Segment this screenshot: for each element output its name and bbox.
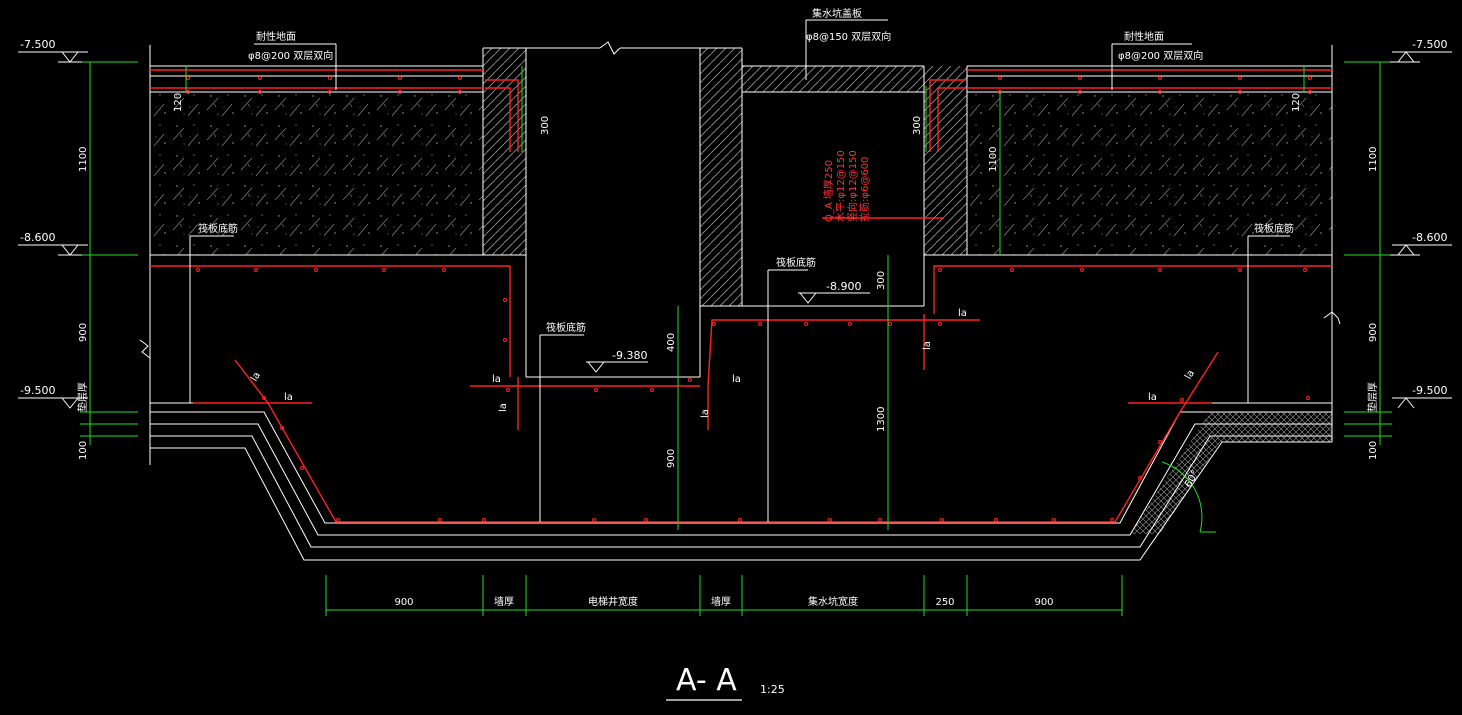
bottom-dim-label: 900: [394, 597, 413, 608]
note-line: 竖向:φ12@150: [846, 150, 859, 222]
slab-left-fill: [150, 92, 483, 255]
section-scale: 1:25: [760, 683, 785, 696]
slab-right-fill: [967, 92, 1332, 255]
dim-text: 300: [540, 116, 551, 135]
bottom-dim-label: 900: [1034, 597, 1053, 608]
wall-rebar-note: Q_A 墙厚250 水平:φ12@150 竖向:φ12@150 拉筋:φ6@60…: [822, 150, 871, 222]
bottom-dim-label: 集水坑宽度: [808, 595, 858, 608]
level-text: -8.600: [1412, 231, 1447, 244]
note-line: 拉筋:φ6@600: [858, 157, 871, 222]
dimension-lines: [80, 61, 1392, 616]
callout-title: 耐性地面: [1124, 30, 1164, 43]
bottom-dim-label: 电梯井宽度: [588, 595, 638, 608]
level-text: -9.380: [612, 349, 647, 362]
note-line: Q_A 墙厚250: [822, 160, 835, 222]
dim-text: 300: [876, 271, 887, 290]
la-label: la: [1183, 368, 1197, 381]
callout-rebar: φ8@200 双层双向: [1118, 49, 1203, 62]
wall-mid-fill: [700, 48, 742, 306]
callout-title: 集水坑盖板: [812, 7, 862, 20]
dim-text: 垫层厚: [1366, 382, 1379, 412]
dim-text: 120: [173, 93, 184, 112]
wall-left-fill: [483, 48, 526, 255]
raft-note: 筏板底筋: [198, 222, 238, 235]
raft-note: 筏板底筋: [546, 321, 586, 334]
la-label: la: [498, 403, 509, 412]
level-text: -9.500: [20, 384, 55, 397]
level-text: -8.600: [20, 231, 55, 244]
dim-text: 120: [1291, 93, 1302, 112]
bottom-dim-label: 墙厚: [711, 595, 731, 608]
dim-text: 900: [666, 449, 677, 468]
note-line: 水平:φ12@150: [835, 150, 847, 222]
level-text: -8.900: [826, 280, 861, 293]
level-text: -9.500: [1412, 384, 1447, 397]
dim-text: 垫层厚: [76, 382, 89, 412]
structure-outline: [139, 41, 1341, 561]
dim-text: 1300: [876, 407, 887, 432]
raft-note: 筏板底筋: [1254, 222, 1294, 235]
dim-text: 1100: [1368, 147, 1379, 172]
rebar-dots: [186, 76, 1312, 522]
dim-text: 100: [1368, 441, 1379, 460]
rebar-lines: [150, 69, 1332, 523]
section-title: A- A: [676, 663, 737, 698]
la-label: la: [1148, 392, 1157, 403]
callout-title: 耐性地面: [256, 30, 296, 43]
callout-rebar: φ8@200 双层双向: [248, 49, 333, 62]
la-label: la: [732, 374, 741, 385]
level-text: -7.500: [20, 38, 55, 51]
dim-text: 100: [78, 441, 89, 460]
la-label: la: [700, 409, 711, 418]
dim-text: 300: [912, 116, 923, 135]
la-label: la: [958, 308, 967, 319]
dim-text: 400: [666, 333, 677, 352]
la-label: la: [922, 341, 933, 350]
bottom-dim-label: 250: [935, 597, 954, 608]
dim-text: 1100: [988, 147, 999, 172]
raft-note: 筏板底筋: [776, 256, 816, 269]
dim-text: 900: [78, 323, 89, 342]
wall-right-fill: [924, 66, 967, 255]
level-marks: [18, 51, 1452, 409]
level-text: -7.500: [1412, 38, 1447, 51]
callout-rebar: φ8@150 双层双向: [806, 30, 891, 43]
dim-text: 900: [1368, 323, 1379, 342]
dim-text: 1100: [78, 147, 89, 172]
bottom-dim-label: 墙厚: [494, 595, 514, 608]
la-label: la: [284, 392, 293, 403]
leader-lines: [189, 19, 1290, 522]
la-label: la: [492, 374, 501, 385]
cover-slab-fill: [742, 66, 924, 92]
